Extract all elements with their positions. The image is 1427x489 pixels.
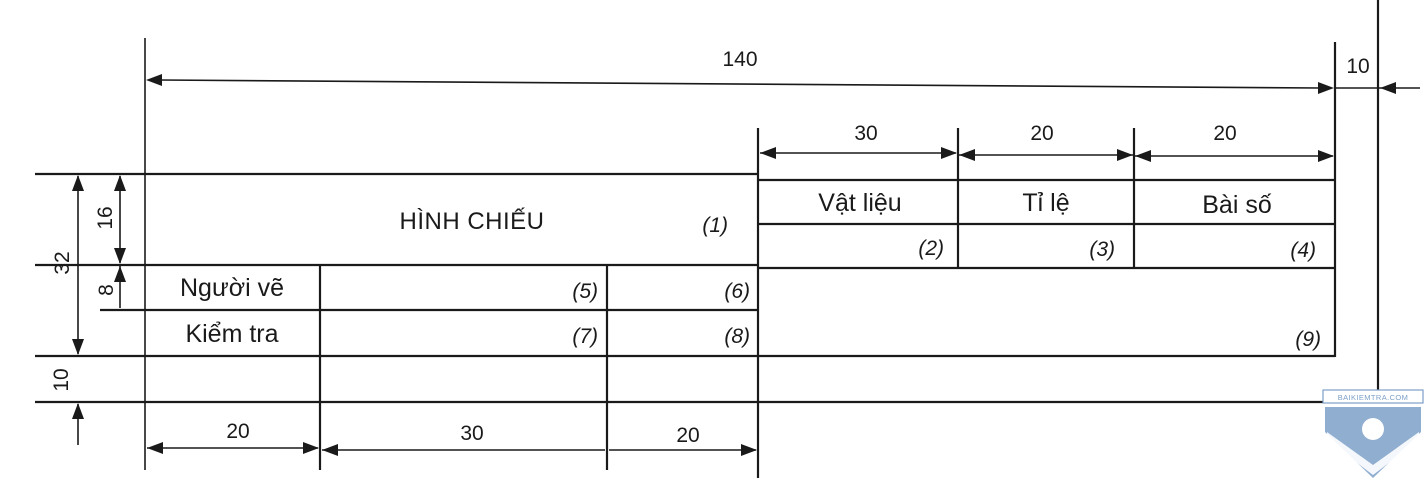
dim-label-material: 30	[854, 122, 877, 145]
arrowhead-icon	[1318, 82, 1334, 94]
checker-label: Kiểm tra	[185, 320, 278, 348]
arrowhead-icon	[322, 444, 338, 456]
dim-label-exercise: 20	[1213, 122, 1236, 145]
arrowhead-icon	[303, 442, 319, 454]
watermark-chevron-icon	[1327, 432, 1419, 475]
arrowhead-icon	[1117, 149, 1133, 161]
arrowhead-icon	[146, 74, 162, 86]
dim-label-total-height: 32	[51, 251, 74, 274]
arrowhead-icon	[72, 339, 84, 355]
dim-label-label-col: 20	[226, 420, 249, 443]
title-cell: HÌNH CHIẾU	[399, 207, 544, 235]
dim-label-name-col: 30	[460, 422, 483, 445]
watermark-logo: BAIKIEMTRA.COM	[1322, 389, 1424, 478]
title-ref: (1)	[702, 214, 728, 237]
arrowhead-icon	[760, 147, 776, 159]
material-label: Vật liệu	[818, 189, 901, 217]
cell-texts: HÌNH CHIẾU (1) Vật liệu Tỉ lệ Bài số (2)…	[180, 189, 1321, 351]
arrowhead-icon	[72, 403, 84, 419]
scale-ref: (3)	[1089, 238, 1115, 261]
arrowhead-icon	[1380, 82, 1396, 94]
checker-date-ref: (8)	[724, 325, 750, 348]
checker-name-ref: (7)	[572, 325, 598, 348]
school-ref: (9)	[1295, 328, 1321, 351]
dim-label-date-col: 20	[676, 424, 699, 447]
arrowhead-icon	[741, 444, 757, 456]
dim-line-total-width	[159, 79, 1321, 89]
watermark-banner	[1322, 389, 1424, 404]
arrowhead-icon	[1318, 150, 1334, 162]
frame-lines	[35, 0, 1380, 470]
arrowhead-icon	[147, 442, 163, 454]
dim-label-right-margin: 10	[1346, 55, 1369, 78]
dim-label-top-row: 16	[94, 206, 117, 229]
arrowhead-icon	[72, 175, 84, 191]
arrowhead-icon	[941, 147, 957, 159]
dimension-labels: 140 10 30 20 20 32 16 8 10 20 30 20	[50, 48, 1370, 447]
drawer-name-ref: (5)	[572, 280, 598, 303]
drawer-label: Người vẽ	[180, 274, 284, 302]
watermark-shield-icon	[1325, 407, 1421, 478]
dim-label-scale: 20	[1030, 122, 1053, 145]
material-ref: (2)	[918, 237, 944, 260]
drawer-date-ref: (6)	[724, 280, 750, 303]
arrowhead-icon	[959, 149, 975, 161]
scale-label: Tỉ lệ	[1022, 189, 1069, 217]
arrowhead-icon	[114, 266, 126, 282]
dim-label-bottom-margin: 10	[50, 368, 73, 391]
title-block-grid	[35, 128, 1335, 478]
exercise-ref: (4)	[1290, 239, 1316, 262]
arrowhead-icon	[1135, 150, 1151, 162]
arrowhead-icon	[114, 248, 126, 264]
dimension-lines	[72, 74, 1420, 456]
watermark-dot-icon	[1362, 418, 1384, 440]
dim-label-total-width: 140	[722, 48, 757, 71]
dim-label-sign-row: 8	[95, 284, 118, 296]
watermark-text: BAIKIEMTRA.COM	[1338, 393, 1409, 402]
exercise-label: Bài số	[1202, 191, 1272, 219]
arrowhead-icon	[114, 175, 126, 191]
